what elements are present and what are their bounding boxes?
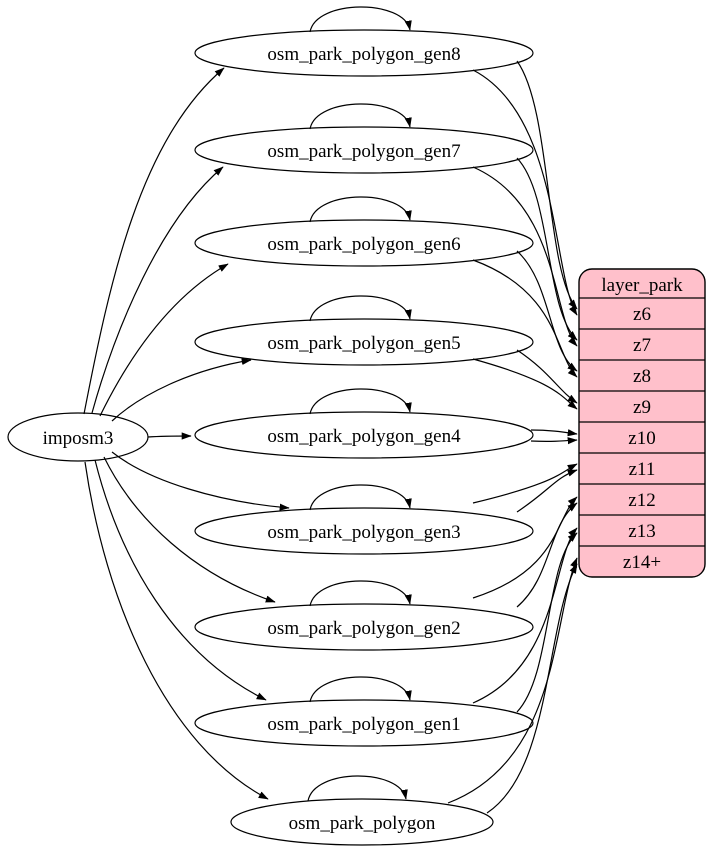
self-loop-gen8 — [309, 6, 412, 33]
record-layer-park: layer_park z6 z7 z8 z9 z10 z11 z12 z13 z… — [578, 268, 706, 578]
self-loop-gen5 — [309, 295, 412, 322]
edge-imposm3-to-gen5 — [111, 357, 252, 422]
record-title: layer_park — [601, 275, 683, 296]
edge-imposm3-to-gen6 — [99, 263, 229, 417]
node-osm-park-polygon-gen4: osm_park_polygon_gen4 — [194, 411, 534, 459]
node-osm-park-polygon-gen2: osm_park_polygon_gen2 — [194, 603, 534, 651]
self-loop-gen4 — [309, 388, 412, 415]
node-label: osm_park_polygon_gen4 — [267, 426, 461, 447]
self-loop-gen2 — [309, 580, 412, 607]
edge-gen7-to-z7-b — [472, 166, 578, 347]
node-shape — [194, 699, 534, 747]
edge-imposm3-to-gen4 — [147, 432, 192, 440]
edge-imposm3-to-gen7 — [91, 166, 224, 414]
record-border — [578, 268, 706, 578]
edge-gen2-to-z12-b — [472, 496, 578, 599]
edge-gen2-to-z12-a — [516, 502, 578, 608]
edge-gen5-to-z9-a — [516, 349, 578, 404]
edge-gen6-to-z8-a — [516, 250, 578, 372]
record-row-z11: z11 — [629, 459, 656, 480]
edge-imposm3-to-gen2 — [103, 456, 276, 603]
edge-gen8-to-z6-b — [472, 69, 578, 316]
node-shape — [194, 411, 534, 459]
node-label: osm_park_polygon_gen2 — [267, 618, 460, 639]
self-loop-osm-park-polygon — [307, 775, 408, 802]
node-label: osm_park_polygon_gen5 — [267, 333, 460, 354]
edge-gen3-to-z11-b — [472, 463, 578, 504]
record-row-z13: z13 — [628, 521, 655, 542]
edge-imposm3-to-gen8 — [83, 67, 225, 415]
record-row-z14plus: z14+ — [623, 552, 661, 573]
edge-gen1-to-z13-b — [472, 527, 578, 704]
node-osm-park-polygon-gen6: osm_park_polygon_gen6 — [194, 219, 534, 267]
edge-gen6-to-z8-b — [472, 259, 578, 378]
record-row-z6: z6 — [633, 304, 651, 325]
record-row-z8: z8 — [633, 366, 651, 387]
node-osm-park-polygon-gen7: osm_park_polygon_gen7 — [194, 126, 534, 174]
edge-gen4-to-z10-b — [530, 437, 578, 445]
edge-gen8-to-z6-a — [516, 60, 578, 310]
edge-imposm3-to-osm-park-polygon — [84, 461, 269, 800]
node-osm-park-polygon: osm_park_polygon — [230, 798, 494, 846]
edge-osm-park-polygon-to-z14plus-b — [447, 557, 578, 804]
node-shape — [194, 126, 534, 174]
node-label: osm_park_polygon_gen8 — [267, 44, 460, 65]
node-shape — [230, 798, 494, 846]
node-label: osm_park_polygon_gen7 — [267, 141, 460, 162]
edge-osm-park-polygon-to-z14plus-a — [486, 563, 578, 814]
node-shape — [194, 507, 534, 555]
self-loop-gen3 — [309, 484, 412, 511]
node-shape — [194, 318, 534, 366]
node-label: osm_park_polygon_gen3 — [267, 522, 460, 543]
self-loop-gen1 — [309, 676, 412, 703]
edge-gen4-to-z10-a — [530, 429, 578, 437]
record-row-z9: z9 — [633, 397, 651, 418]
node-label: osm_park_polygon_gen1 — [267, 714, 460, 735]
node-label: osm_park_polygon — [289, 813, 436, 834]
node-imposm3: imposm3 — [7, 412, 149, 462]
node-shape — [194, 29, 534, 77]
record-row-z7: z7 — [633, 335, 651, 356]
node-osm-park-polygon-gen8: osm_park_polygon_gen8 — [194, 29, 534, 77]
node-shape — [194, 603, 534, 651]
node-label: imposm3 — [43, 428, 114, 449]
node-osm-park-polygon-gen5: osm_park_polygon_gen5 — [194, 318, 534, 366]
node-shape — [194, 219, 534, 267]
self-loop-gen7 — [309, 103, 412, 130]
edge-imposm3-to-gen1 — [94, 459, 267, 701]
self-loop-gen6 — [309, 196, 412, 223]
edge-gen5-to-z9-b — [472, 358, 578, 410]
record-row-z12: z12 — [628, 490, 655, 511]
edge-imposm3-to-gen3 — [111, 451, 290, 511]
node-label: osm_park_polygon_gen6 — [267, 234, 460, 255]
edge-gen3-to-z11-a — [516, 469, 578, 513]
record-row-z10: z10 — [628, 428, 655, 449]
node-osm-park-polygon-gen1: osm_park_polygon_gen1 — [194, 699, 534, 747]
node-osm-park-polygon-gen3: osm_park_polygon_gen3 — [194, 507, 534, 555]
